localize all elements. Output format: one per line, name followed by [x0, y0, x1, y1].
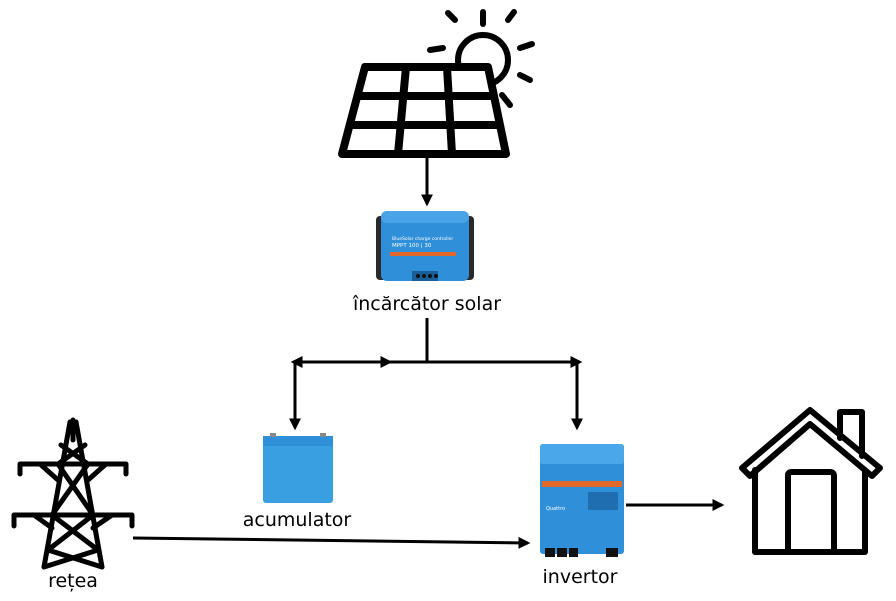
grid-label: rețea [48, 570, 98, 592]
solar-charger-device: BlueSolar charge controller MPPT 100 | 3… [376, 211, 474, 281]
svg-text:BlueSolar charge controller: BlueSolar charge controller [392, 236, 453, 242]
inverter-label: invertor [542, 566, 618, 588]
battery-label: acumulator [242, 509, 352, 531]
solar-panel-icon [338, 63, 510, 158]
arrow-grid-to-inverter [132, 536, 531, 549]
inverter-device: Quattro [540, 444, 624, 557]
battery-device [263, 433, 333, 503]
svg-text:MPPT 100 | 30: MPPT 100 | 30 [392, 243, 432, 249]
svg-text:Quattro: Quattro [546, 506, 565, 512]
solar-charger-label: încărcător solar [352, 293, 502, 315]
house-icon [739, 407, 883, 555]
power-tower-icon [11, 417, 135, 570]
